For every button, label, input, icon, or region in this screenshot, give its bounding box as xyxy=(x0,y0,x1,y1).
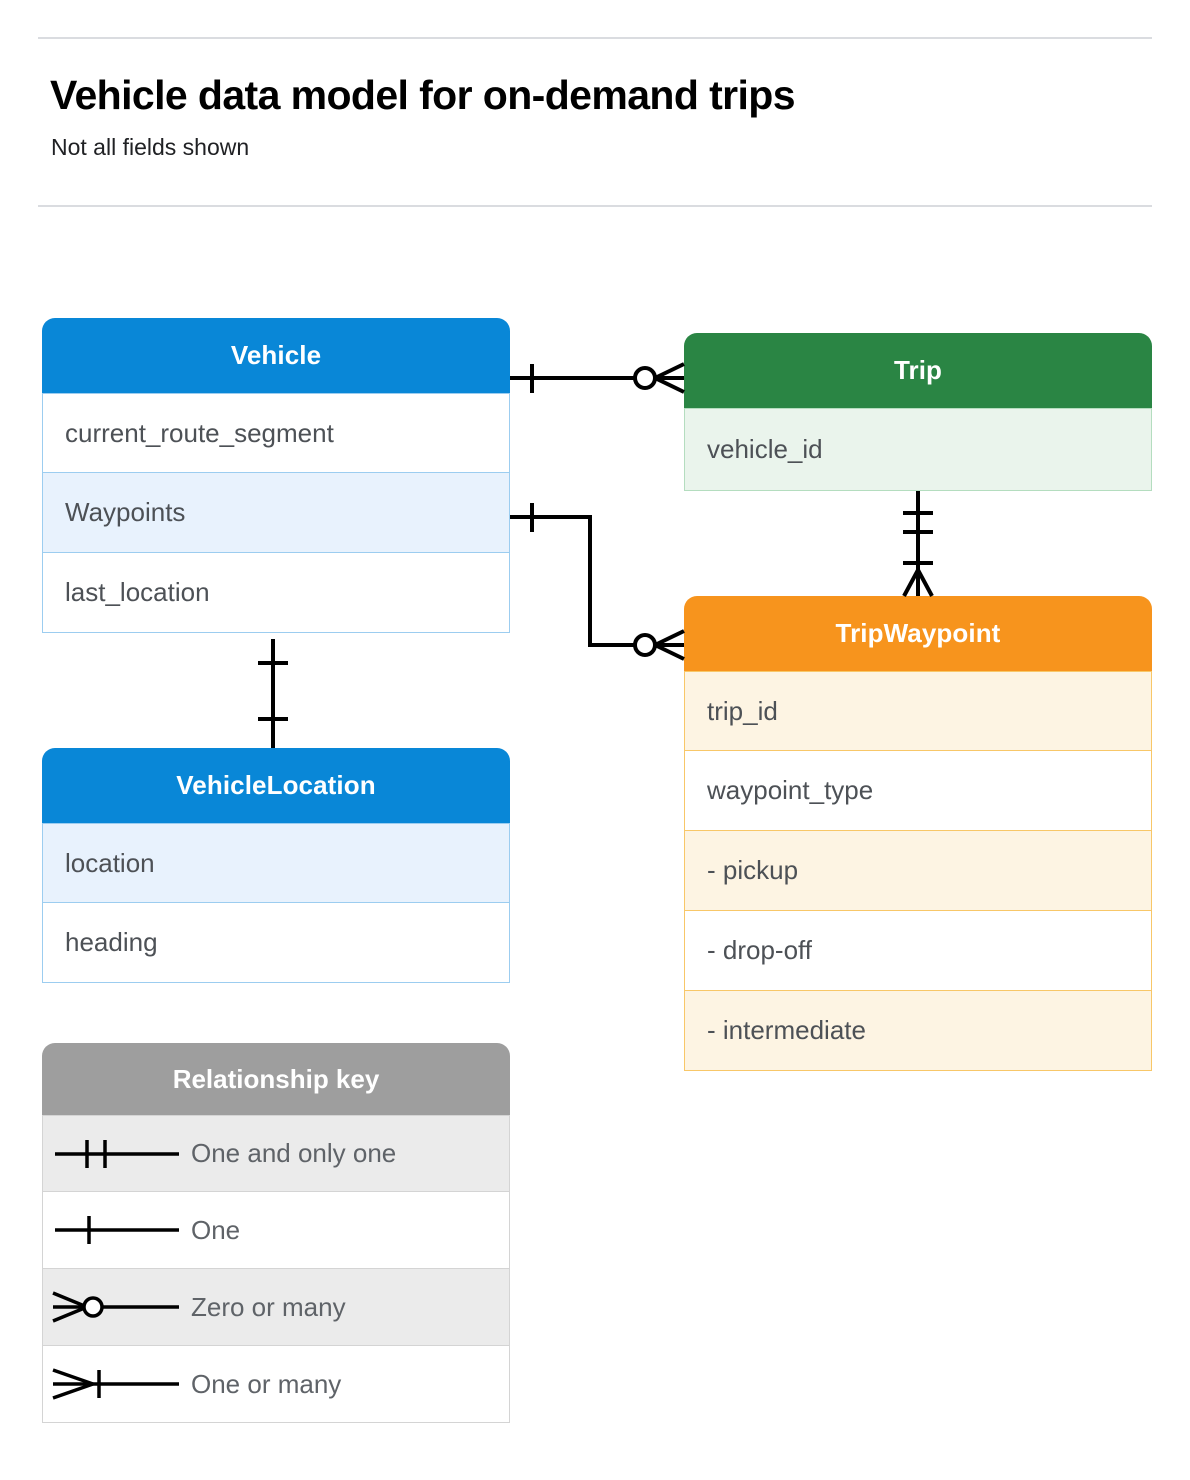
relationship-key-legend: Relationship key One and only one One xyxy=(42,1043,510,1423)
entity-vehiclelocation-title: VehicleLocation xyxy=(42,748,510,823)
connector-trip-to-tripwaypoint xyxy=(902,491,934,597)
entity-tripwaypoint-fields: trip_id waypoint_type - pickup - drop-of… xyxy=(684,671,1152,1071)
one-or-many-icon xyxy=(43,1364,191,1404)
connector-waypoints-to-tripwaypoint xyxy=(510,503,685,661)
page-title: Vehicle data model for on-demand trips xyxy=(50,72,796,118)
legend-row-one-or-many: One or many xyxy=(42,1346,510,1423)
legend-row-zero-or-many: Zero or many xyxy=(42,1269,510,1346)
entity-trip-fields: vehicle_id xyxy=(684,408,1152,491)
one-and-only-one-icon xyxy=(43,1134,191,1174)
legend-row-one-and-only-one: One and only one xyxy=(42,1115,510,1192)
entity-field-row[interactable]: trip_id xyxy=(684,671,1152,751)
entity-vehicle[interactable]: Vehicle current_route_segment Waypoints … xyxy=(42,318,510,633)
entity-field-row[interactable]: vehicle_id xyxy=(684,408,1152,491)
legend-label: One or many xyxy=(191,1368,342,1399)
zero-or-many-icon xyxy=(43,1287,191,1327)
entity-trip-title: Trip xyxy=(684,333,1152,408)
connector-vehicle-to-trip xyxy=(510,362,685,394)
legend-title: Relationship key xyxy=(42,1043,510,1115)
entity-tripwaypoint-title: TripWaypoint xyxy=(684,596,1152,671)
entity-field-row[interactable]: - pickup xyxy=(684,831,1152,911)
connector-vehicle-to-vehiclelocation xyxy=(258,639,288,748)
header-divider-top xyxy=(38,37,1152,39)
legend-label: Zero or many xyxy=(191,1291,346,1322)
legend-row-one: One xyxy=(42,1192,510,1269)
one-icon xyxy=(43,1210,191,1250)
entity-field-row[interactable]: current_route_segment xyxy=(42,393,510,473)
entity-field-row[interactable]: last_location xyxy=(42,553,510,633)
entity-vehicle-title: Vehicle xyxy=(42,318,510,393)
entity-vehiclelocation[interactable]: VehicleLocation location heading xyxy=(42,748,510,983)
entity-field-row[interactable]: heading xyxy=(42,903,510,983)
header-divider-bottom xyxy=(38,205,1152,207)
legend-label: One xyxy=(191,1214,241,1245)
entity-tripwaypoint[interactable]: TripWaypoint trip_id waypoint_type - pic… xyxy=(684,596,1152,1071)
entity-field-row[interactable]: Waypoints xyxy=(42,473,510,553)
entity-field-row[interactable]: location xyxy=(42,823,510,903)
entity-vehicle-fields: current_route_segment Waypoints last_loc… xyxy=(42,393,510,633)
entity-field-row[interactable]: waypoint_type xyxy=(684,751,1152,831)
legend-label: One and only one xyxy=(191,1138,397,1168)
entity-trip[interactable]: Trip vehicle_id xyxy=(684,333,1152,491)
entity-vehiclelocation-fields: location heading xyxy=(42,823,510,983)
entity-field-row[interactable]: - intermediate xyxy=(684,991,1152,1071)
page-subtitle: Not all fields shown xyxy=(51,134,250,160)
entity-field-row[interactable]: - drop-off xyxy=(684,911,1152,991)
